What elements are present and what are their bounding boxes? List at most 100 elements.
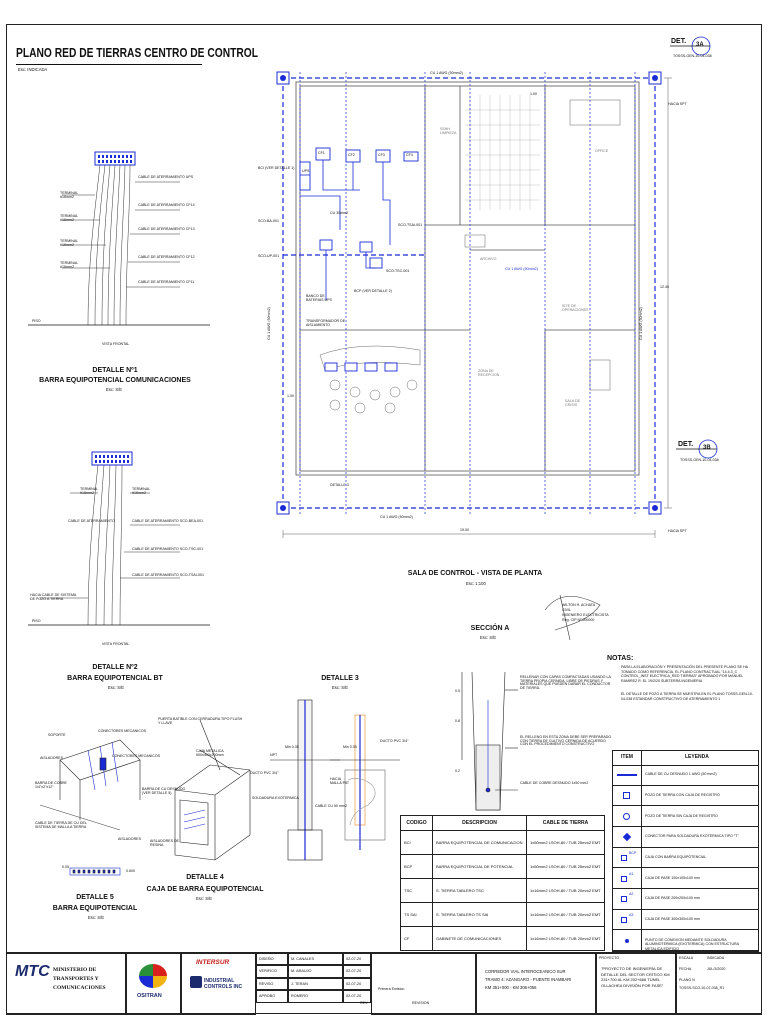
rev-title: REVISION (412, 1001, 430, 1005)
codes-cell: GABINETE DE COMUNICACIONES (432, 926, 527, 951)
plan-equip-cf4: CF4 (406, 153, 413, 157)
tb-logo-ositran: OSITRAN (126, 953, 181, 1015)
detalle2-cable-3: CABLE DE ATERRAMIENTO SCO-TSC-001 (132, 547, 204, 551)
plano-label: PLANO N (679, 978, 695, 982)
detalle2-cable-1: CABLE DE ATERRAMIENTO (68, 519, 115, 523)
project-line-3: KM 351+000 - KM 306+056 (485, 985, 537, 990)
codes-cell: BARRA EQUIPOTENCIAL DE COMUNICACION (432, 830, 527, 855)
detalle4-title: DETALLE 4 (186, 874, 224, 881)
detalle1-terminal-2: TERMINAL #16mm2 (60, 214, 79, 222)
detalle5-dim-2: 0.600 (126, 869, 135, 873)
detalle4-subtitle: CAJA DE BARRA EQUIPOTENCIAL (146, 886, 264, 893)
detalle3-cable: CABLE CU 50 mm2 (315, 804, 347, 808)
legend-code: BCP (629, 850, 637, 855)
proyecto-label: PROYECTO (599, 956, 620, 960)
signoff-date: 02-07-20 (343, 990, 371, 1003)
controls-logo: INDUSTRIAL CONTROLS INC (204, 978, 243, 990)
tb-project: CORREDOR VIAL INTEROCEANICO SUR TRAMO 4:… (476, 953, 596, 1015)
detalle4-puerta: PUERTA BATIBLE CON CERRADURA TIPO FLUSH … (158, 717, 243, 725)
pit-icon (623, 812, 630, 820)
legend-code: A2 (629, 892, 634, 897)
detalle2-terminal-1: TERMINAL #16mm2 (80, 487, 99, 495)
signoff-date: 02-07-20 (343, 953, 371, 966)
title-block-top: PLANO RED DE TIERRAS CENTRO DE CONTROL E… (14, 40, 258, 74)
detalle5-conectores-1: CONECTORES MECANICOS (98, 729, 147, 733)
detalle2-title: DETALLE Nº2 (92, 664, 138, 671)
legend-code: A1 (629, 871, 634, 876)
legend-header-item: ITEM (621, 754, 633, 760)
fecha-label: FECHA (679, 967, 692, 971)
detalle1-cable-4: CABLE DE ATERRAMIENTO CF12 (138, 255, 195, 259)
signoff-role: VERIFICO (256, 965, 288, 978)
project-line-1: CORREDOR VIAL INTEROCEANICO SUR (485, 969, 566, 974)
tb-revision: Primera Emision REV. REVISION (360, 953, 476, 1015)
legend-row: CONECTOR PARA SOLDADURA EXOTERMICA TIPO … (613, 827, 758, 848)
det-3b-num: 3B (703, 445, 711, 451)
plan-label-transformador: TRANSFORMADOR DE AISLAMIENTO (306, 319, 346, 327)
detalle2-piso: PISO (32, 619, 41, 623)
detalle5-scale: Esc: S/E (88, 915, 105, 920)
det-3a-sub: TOSSS-GEN-10-04-038 (673, 54, 712, 58)
junction-box-icon (621, 875, 627, 882)
pit-with-box-icon (623, 791, 630, 799)
junction-box-icon (621, 854, 627, 861)
detalle3-soldadura: SOLDADURA EXOTERMICA (252, 796, 299, 800)
detalle3-ducto1: DUCTO PVC 3/4" (250, 771, 279, 775)
legend-divider (641, 751, 642, 951)
legend-header-row: ITEM LEYENDA (613, 751, 758, 766)
signoff-name: M. ARAUJO (288, 965, 343, 978)
seccion-a-note-2: EL RELLENO EN ESTA ZONA DEBE SER PREPARA… (520, 735, 612, 747)
legend-label: POZO DE TIERRA CON CAJA DE REGISTRO (645, 792, 720, 797)
detalle1-cable-1: CABLE DE ATERRAMIENTO UPS (138, 175, 194, 179)
plan-hacia-spt-top: HACIA SPT (668, 102, 687, 106)
legend-label: PUNTO DE CONEXION MEDIANTE SOLDADURA ALU… (645, 937, 739, 951)
notas-item-2: EL DETALLE DE POZO A TIERRA SE MUESTRA E… (621, 692, 754, 701)
detalle3-ducto2: DUCTO PVC 3/4" (380, 739, 409, 743)
signature-line-1: WILTON H. ACHATA (562, 603, 596, 607)
plan-cable-top: CU 1 AWG (50mm2) (430, 71, 463, 75)
signature-line-4: Reg. CIP Nº 000000 (562, 618, 595, 622)
title-scale: Esc: INDICADA (18, 67, 48, 72)
detalle5-conectores-2: CONECTORES MECANICOS (112, 754, 161, 758)
detalle3-hacia: HACIA MALLA PAT (330, 777, 350, 785)
codes-cell: TSC (400, 878, 433, 903)
plan-label-sco-tsc: SCO-TSC-001 (386, 269, 410, 273)
detalle4-scale: Esc: S/E (196, 896, 213, 901)
tb-proyecto: PROYECTO "PROYECTO DE INGENIERÍA DE DETA… (596, 953, 676, 1015)
codes-cell: S. TIERRA TABLERO TSC (432, 878, 527, 903)
detalle5-cable: CABLE DE TIERRA DE CU DEL SISTEMA DE MAL… (35, 821, 87, 829)
seccion-a-note-1: RELLENAR CON CAPAS COMPACTADAS USANDO LA… (520, 675, 611, 690)
signoff-name: J. TERAN (288, 977, 343, 991)
plan-label-cu35: CU 35mm2 (330, 211, 349, 215)
plan-room-sshh: SSHH LIMPIEZA (440, 127, 457, 135)
plan-cable-right: CU 1 AWG (50mm2) (639, 307, 643, 340)
detalle5-dim-1: 0.05 (62, 865, 69, 869)
drawing-sheet (6, 24, 762, 1014)
plan-label-sco-up: SCO-UP-001 (258, 254, 280, 258)
codes-cell: TS SAI (400, 902, 433, 927)
signature-line-3: INGENIERO ELECTRICISTA (562, 613, 609, 617)
plan-label-sco-ba: SCO-BA-001 (258, 219, 279, 223)
codes-cell: S. TIERRA TABLERO TS SAI (432, 902, 527, 927)
detalle2-subtitle: BARRA EQUIPOTENCIAL BT (67, 675, 163, 682)
plan-dim-bottom: 19.00 (460, 528, 469, 532)
detalle1-terminal-4: TERMINAL #16mm2 (60, 261, 79, 269)
legend-code: A3 (629, 912, 634, 917)
controls-emblem (190, 976, 202, 988)
signoff-role: APROBO (256, 990, 288, 1003)
plano-value: TOSSS-SCO-10-07-038_R1 (679, 986, 725, 990)
codes-header-descripcion: DESCRIPCION (432, 815, 527, 831)
detalle5-title: DETALLE 5 (76, 894, 114, 901)
title-underline (16, 64, 202, 65)
tb-meta: ESCALA INDICADA FECHA JUL/3/2020 PLANO N… (676, 953, 762, 1015)
plan-equip-cf2: CF2 (348, 153, 355, 157)
plan-dim-left: 1.00 (287, 394, 294, 398)
rev-desc: Primera Emision (378, 987, 405, 991)
plan-caption: SALA DE CONTROL - VISTA DE PLANTA (407, 570, 543, 577)
